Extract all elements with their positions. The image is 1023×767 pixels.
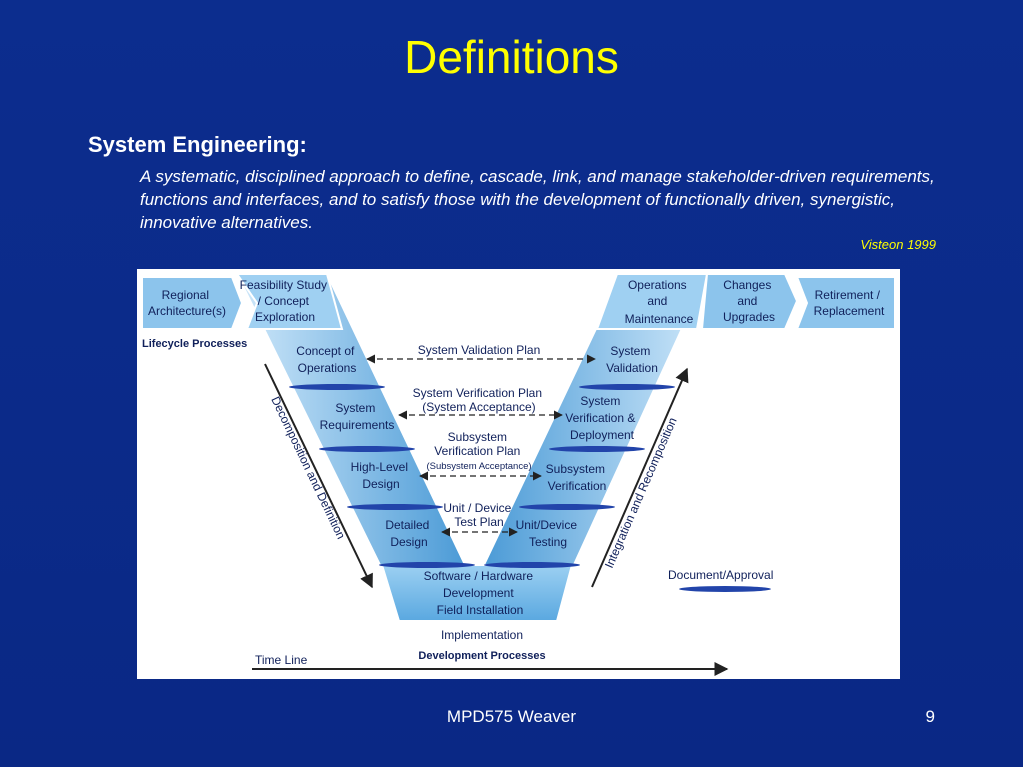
- document-disc: [579, 384, 675, 390]
- legend-label: Document/Approval: [668, 568, 773, 582]
- development-processes-label: Development Processes: [418, 650, 545, 662]
- regional-architecture-text: Regional Architecture(s): [148, 288, 226, 318]
- document-disc: [347, 504, 443, 510]
- slide-title: Definitions: [404, 31, 619, 83]
- document-disc: [549, 446, 645, 452]
- v-model-diagram: Regional Architecture(s) Feasibility Stu…: [137, 269, 900, 679]
- stage-concept-of-operations: Concept of Operations: [296, 344, 357, 375]
- stage-system-requirements: System Requirements: [320, 401, 395, 432]
- definition-heading: System Engineering:: [88, 132, 307, 157]
- validation-plan-label: System Validation Plan: [418, 343, 541, 357]
- regional-architecture-block: [141, 276, 244, 330]
- feasibility-text: Feasibility Study / Concept Exploration: [240, 278, 331, 324]
- validation-plan-bg: [412, 343, 552, 357]
- operations-text: Operations and Maintenance: [625, 278, 694, 326]
- operations-block: [595, 273, 709, 330]
- page-number: 9: [925, 707, 935, 726]
- stage-detailed-design: Detailed Design: [385, 518, 432, 549]
- stage-unit-device-testing: Unit/Device Testing: [516, 518, 581, 549]
- footer-text: MPD575 Weaver: [446, 707, 577, 726]
- time-line-label: Time Line: [255, 653, 308, 667]
- stage-subsystem-verification: Subsystem Verification: [546, 462, 609, 493]
- stage-system-validation: System Validation: [606, 344, 658, 375]
- legend-disc: [679, 586, 771, 592]
- stage-high-level-design: High-Level Design: [351, 460, 412, 491]
- lifecycle-processes-label: Lifecycle Processes: [142, 338, 247, 350]
- citation: Visteon 1999: [860, 237, 936, 252]
- verification-plan-label: System Verification Plan (System Accepta…: [413, 386, 546, 414]
- document-disc: [519, 504, 615, 510]
- changes-block: [700, 273, 799, 330]
- changes-text: Changes and Upgrades: [723, 278, 775, 324]
- decomposition-arrow: [264, 363, 373, 589]
- v-model-svg: Regional Architecture(s) Feasibility Stu…: [141, 273, 896, 676]
- document-disc: [379, 562, 475, 568]
- feasibility-block: [235, 273, 344, 330]
- document-disc: [319, 446, 415, 452]
- stage-system-verification: System Verification & Deployment: [565, 394, 638, 442]
- stage-software-hardware: Software / Hardware Development Field In…: [424, 569, 537, 617]
- document-disc: [289, 384, 385, 390]
- document-disc: [484, 562, 580, 568]
- definition-text: A systematic, disciplined approach to de…: [140, 167, 935, 232]
- implementation-label: Implementation: [441, 628, 523, 642]
- retirement-text: Retirement / Replacement: [814, 288, 885, 318]
- retirement-block: [795, 276, 896, 330]
- unit-plan-label: Unit / Device Test Plan: [443, 501, 514, 529]
- integration-arrow: [591, 367, 689, 588]
- subsystem-plan-label: Subsystem Verification Plan (Subsystem A…: [426, 430, 531, 472]
